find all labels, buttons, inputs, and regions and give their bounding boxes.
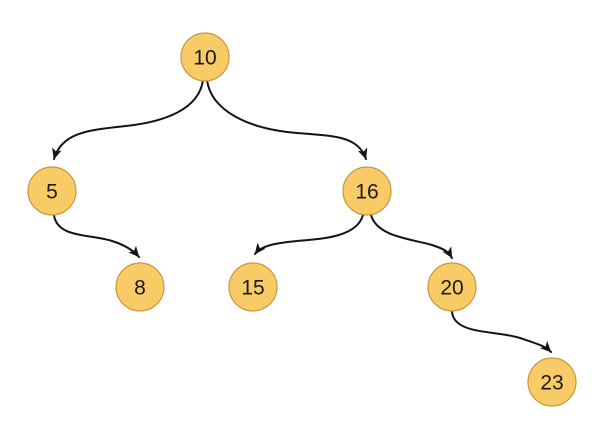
tree-node-label-5: 5 xyxy=(46,181,58,204)
tree-node-label-8: 8 xyxy=(134,277,146,300)
tree-node-label-15: 15 xyxy=(241,277,264,300)
tree-node-circle-23 xyxy=(527,357,577,407)
tree-node-circle-16 xyxy=(342,166,392,216)
tree-edge-5-8 xyxy=(53,214,140,258)
tree-node-circle-5 xyxy=(27,166,77,216)
tree-node-16: 16 xyxy=(342,166,392,216)
nodes-layer: 10 5 16 8 15 20 23 xyxy=(27,32,577,407)
tree-node-5: 5 xyxy=(27,166,77,216)
tree-node-circle-20 xyxy=(427,262,477,312)
tree-node-8: 8 xyxy=(115,262,165,312)
tree-edge-10-16 xyxy=(206,79,368,160)
tree-edge-16-15 xyxy=(254,214,364,255)
tree-node-label-10: 10 xyxy=(193,47,216,70)
tree-node-circle-8 xyxy=(115,262,165,312)
tree-node-label-20: 20 xyxy=(440,277,463,300)
tree-node-label-16: 16 xyxy=(355,181,378,204)
tree-node-circle-15 xyxy=(228,262,278,312)
tree-edge-20-23 xyxy=(451,310,552,353)
edges-layer xyxy=(52,79,552,353)
tree-node-23: 23 xyxy=(527,357,577,407)
tree-node-circle-10 xyxy=(180,32,230,82)
tree-node-20: 20 xyxy=(427,262,477,312)
tree-node-10: 10 xyxy=(180,32,230,82)
tree-edge-10-5 xyxy=(52,79,204,160)
tree-edge-16-20 xyxy=(370,214,453,259)
tree-node-15: 15 xyxy=(228,262,278,312)
tree-node-label-23: 23 xyxy=(540,372,563,395)
